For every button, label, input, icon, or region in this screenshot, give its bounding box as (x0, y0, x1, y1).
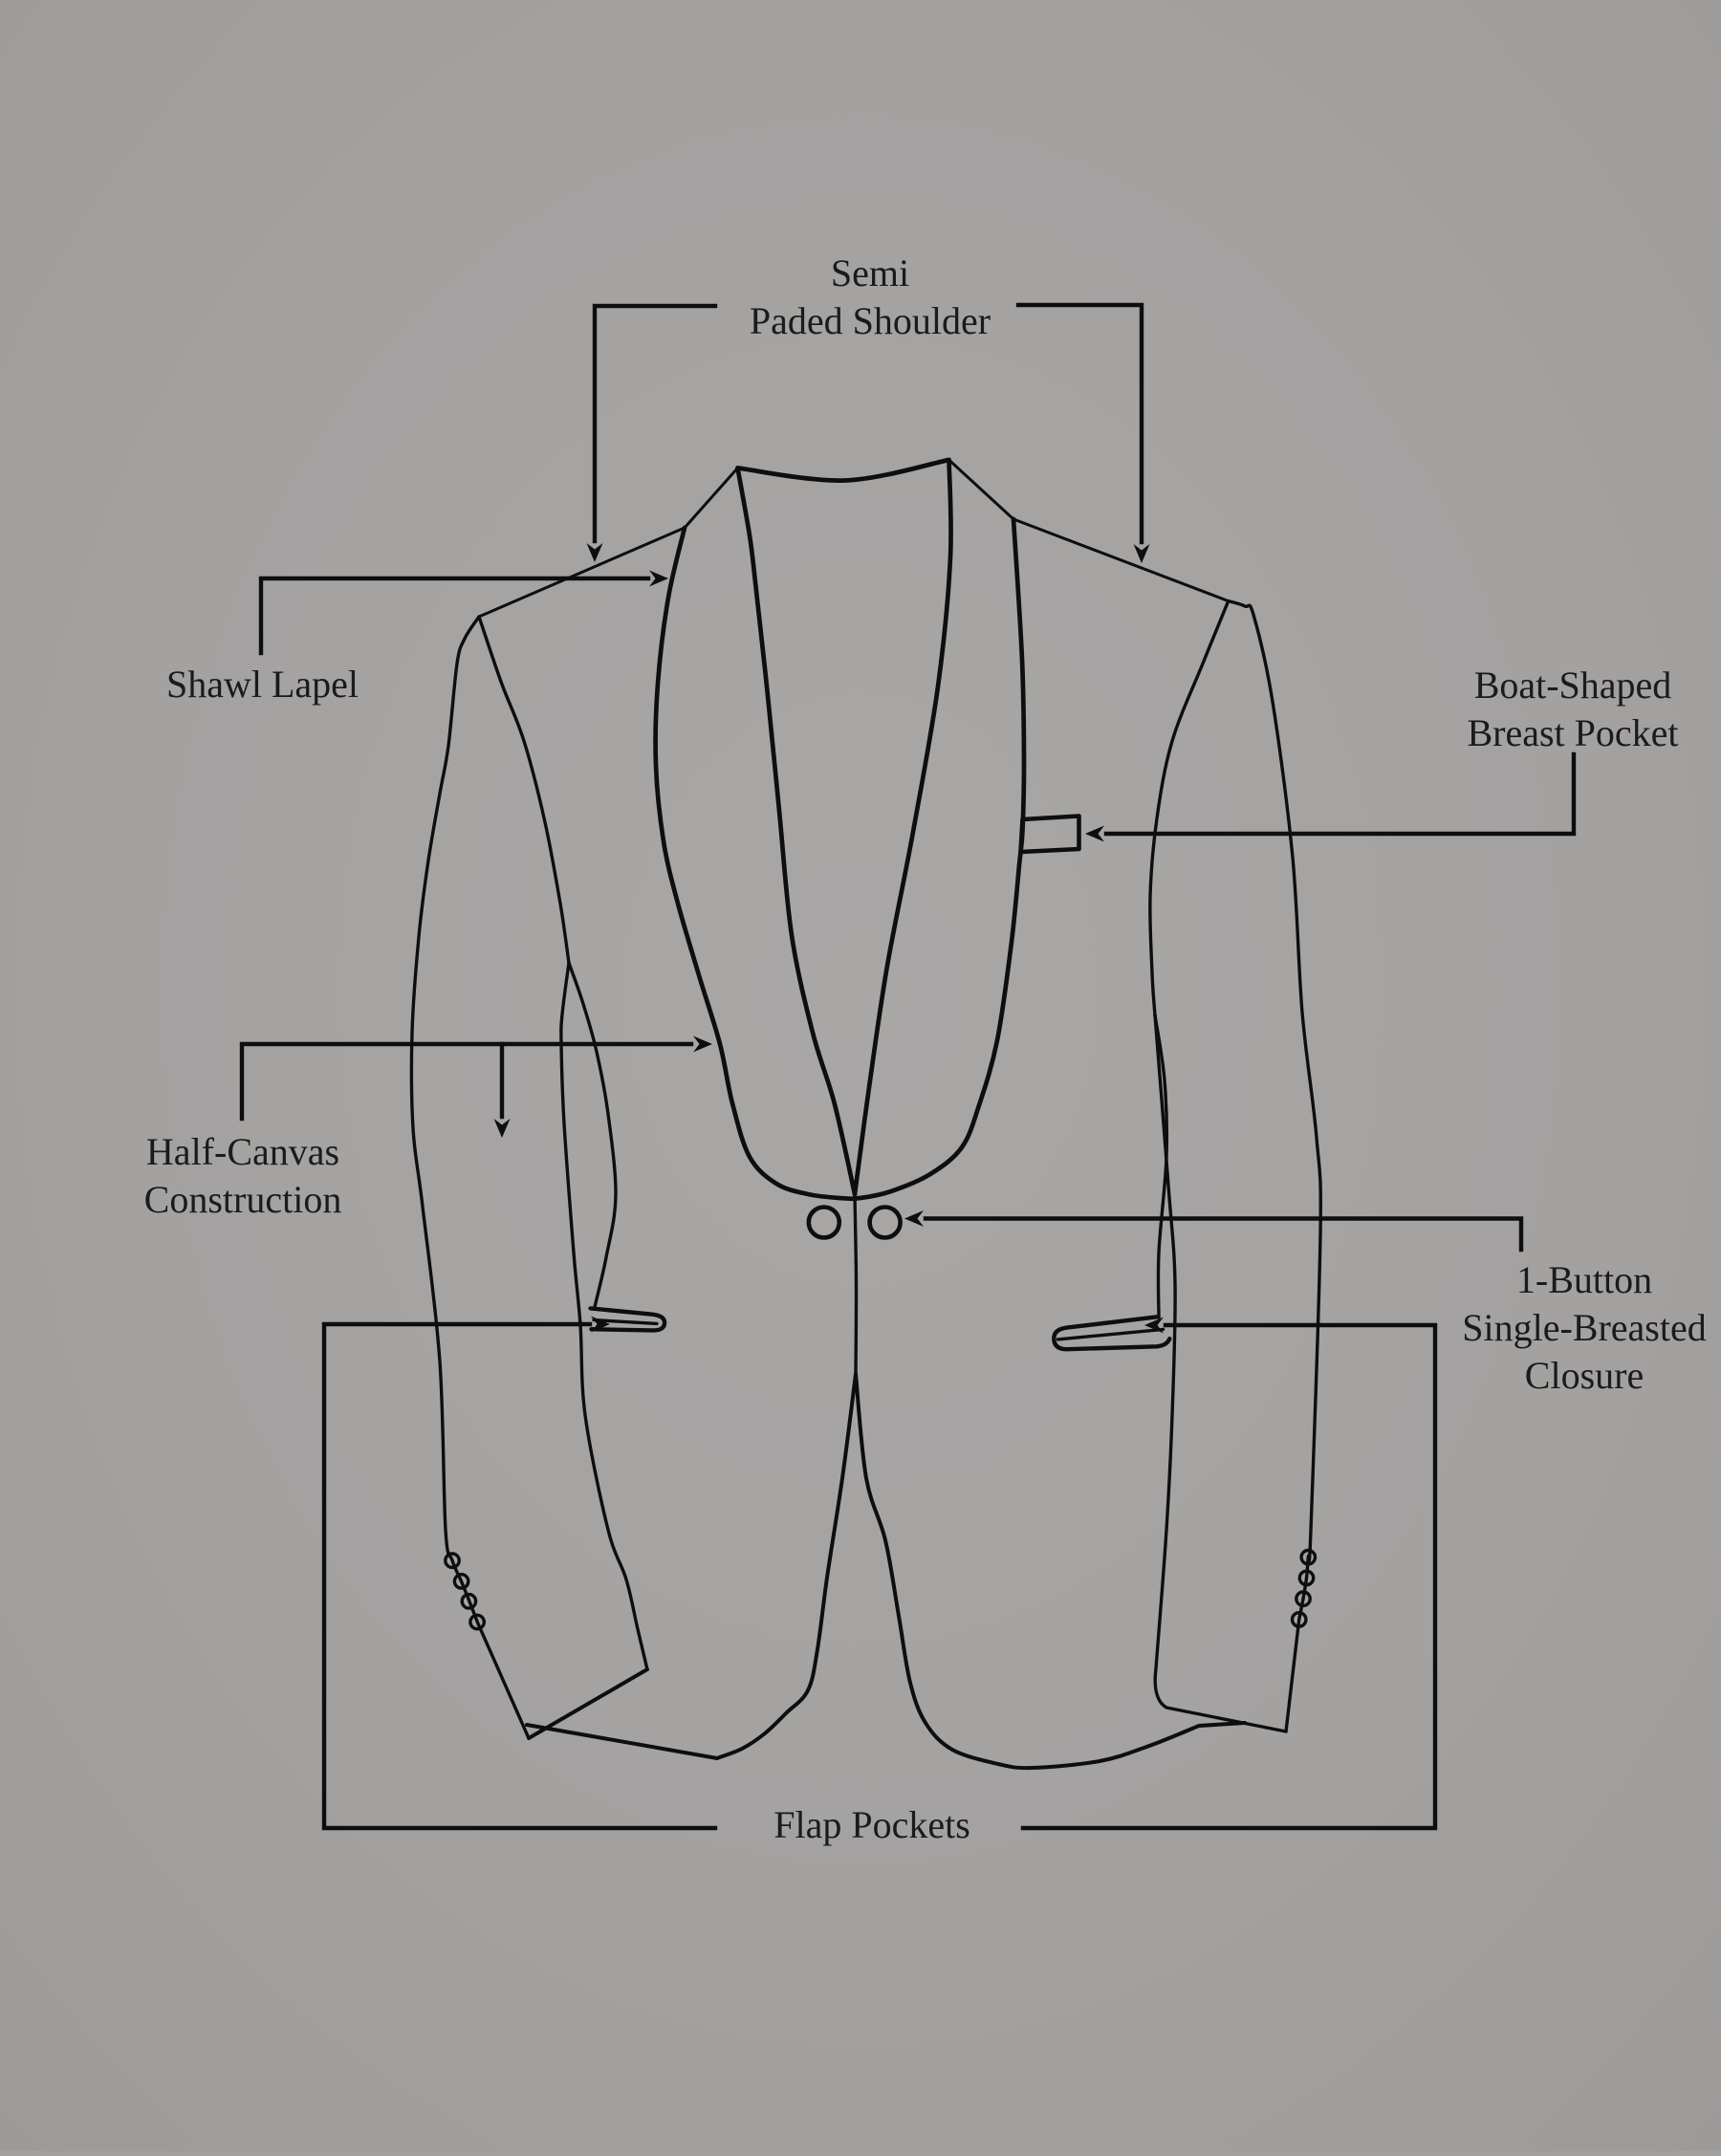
svg-text:Construction: Construction (144, 1178, 342, 1221)
svg-text:Flap Pockets: Flap Pockets (773, 1803, 970, 1846)
svg-text:Breast Pocket: Breast Pocket (1467, 711, 1678, 754)
svg-text:Paded Shoulder: Paded Shoulder (750, 299, 991, 342)
svg-text:Semi: Semi (831, 251, 909, 294)
svg-text:Boat-Shaped: Boat-Shaped (1474, 664, 1672, 707)
svg-text:Half-Canvas: Half-Canvas (146, 1130, 339, 1173)
svg-text:1-Button: 1-Button (1516, 1258, 1652, 1301)
svg-text:Closure: Closure (1525, 1354, 1644, 1397)
svg-text:Single-Breasted: Single-Breasted (1462, 1306, 1707, 1349)
svg-text:Shawl Lapel: Shawl Lapel (166, 663, 359, 706)
